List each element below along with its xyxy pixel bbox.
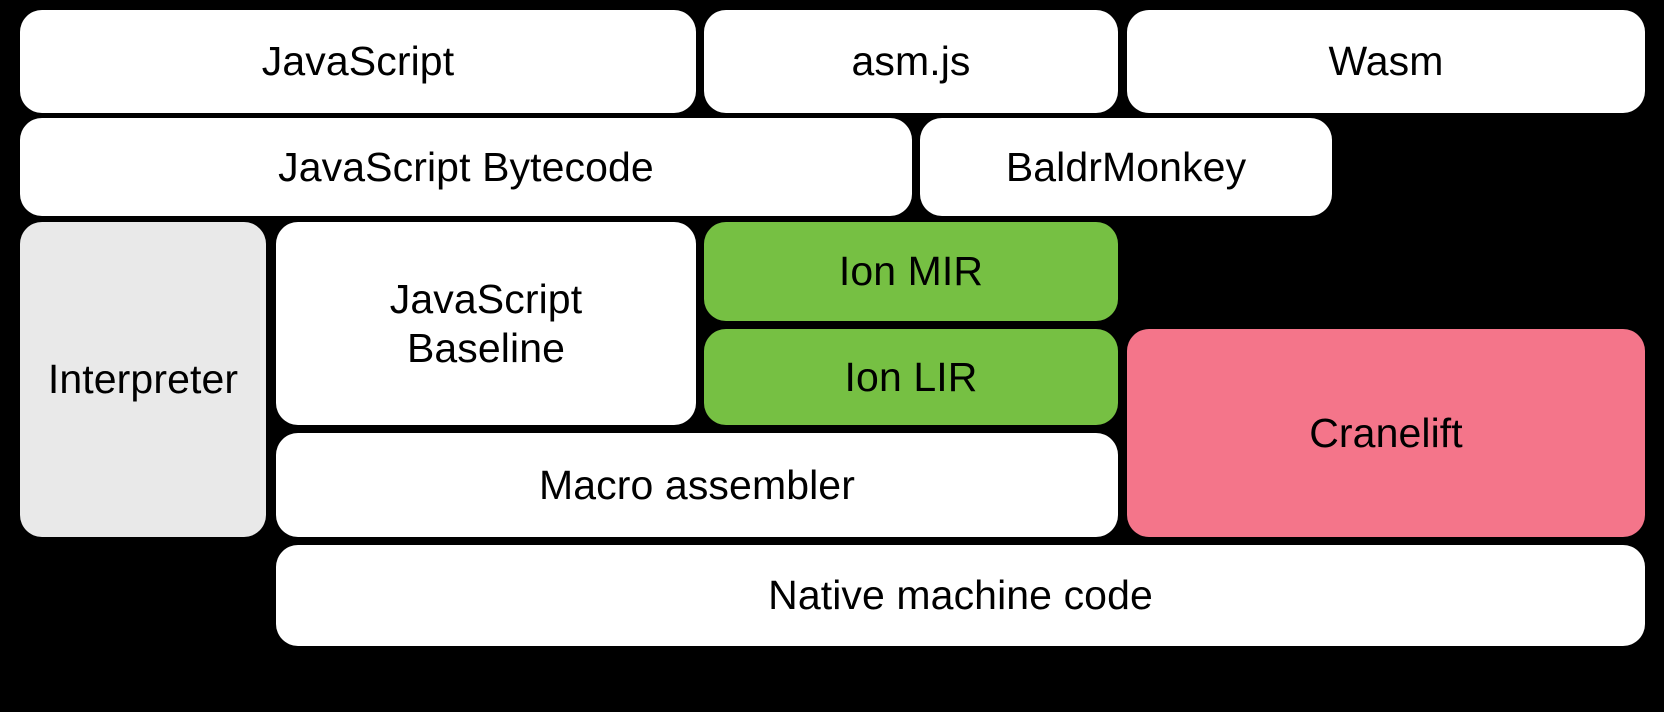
box-ion-lir: Ion LIR <box>704 329 1118 425</box>
box-javascript: JavaScript <box>20 10 696 113</box>
box-javascript-baseline: JavaScript Baseline <box>276 222 696 425</box>
box-native-machine-code: Native machine code <box>276 545 1645 646</box>
box-interpreter: Interpreter <box>20 222 266 537</box>
box-asm-js: asm.js <box>704 10 1118 113</box>
box-wasm: Wasm <box>1127 10 1645 113</box>
box-cranelift: Cranelift <box>1127 329 1645 537</box>
box-baldrmonkey: BaldrMonkey <box>920 118 1332 216</box>
box-ion-mir: Ion MIR <box>704 222 1118 321</box>
box-macro-assembler: Macro assembler <box>276 433 1118 537</box>
box-javascript-bytecode: JavaScript Bytecode <box>20 118 912 216</box>
